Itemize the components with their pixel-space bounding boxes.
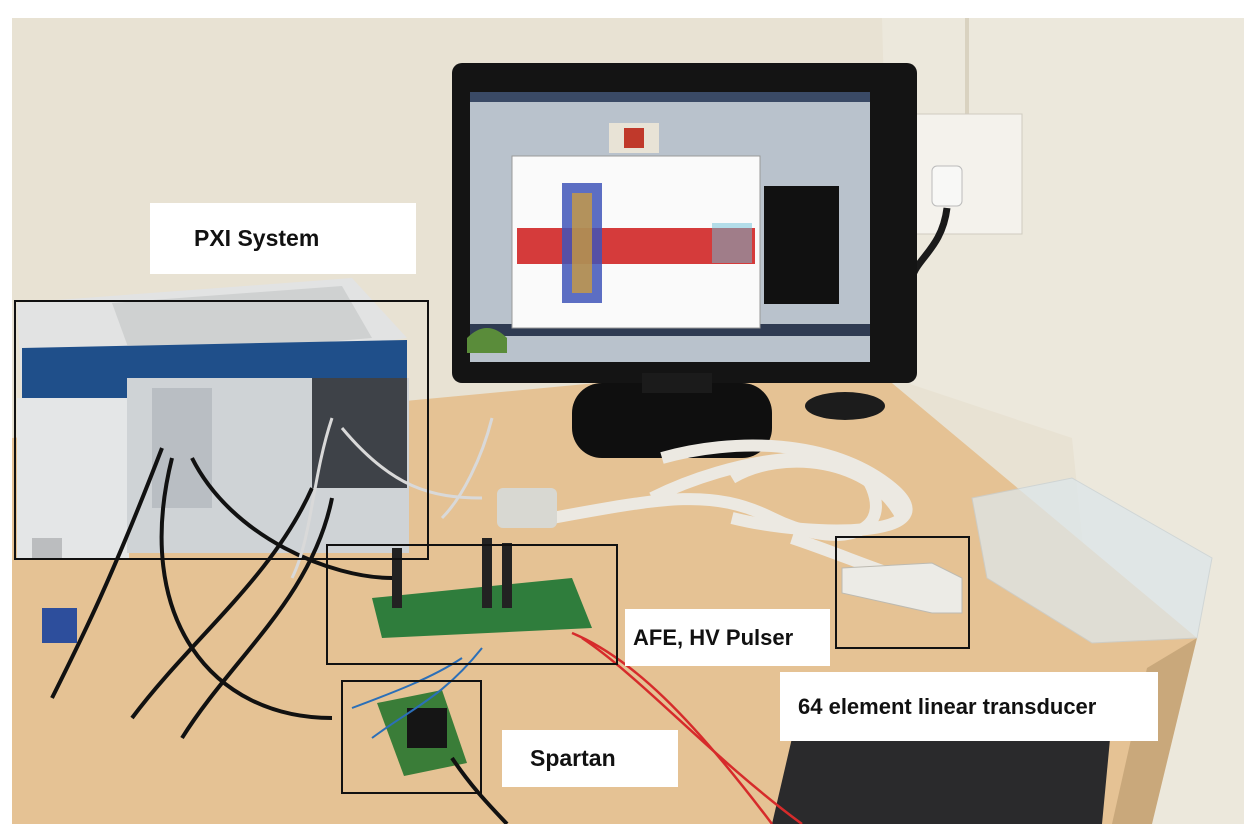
lab-setup-photo (12, 18, 1244, 824)
pxi-chassis (17, 278, 409, 558)
label-transducer: 64 element linear transducer (780, 672, 1158, 741)
box-transducer (835, 536, 970, 649)
box-spartan (341, 680, 482, 794)
afe-board (372, 538, 592, 638)
label-afe-hv-pulser: AFE, HV Pulser (625, 609, 830, 666)
box-afe-hv-pulser (326, 544, 618, 665)
transducer-probe (841, 562, 963, 614)
box-pxi-system (14, 300, 429, 560)
wall-socket (901, 113, 1023, 280)
label-spartan: Spartan (502, 730, 678, 787)
monitor (452, 63, 917, 458)
label-pxi-system: PXI System (150, 203, 416, 274)
water-tray (971, 477, 1213, 644)
